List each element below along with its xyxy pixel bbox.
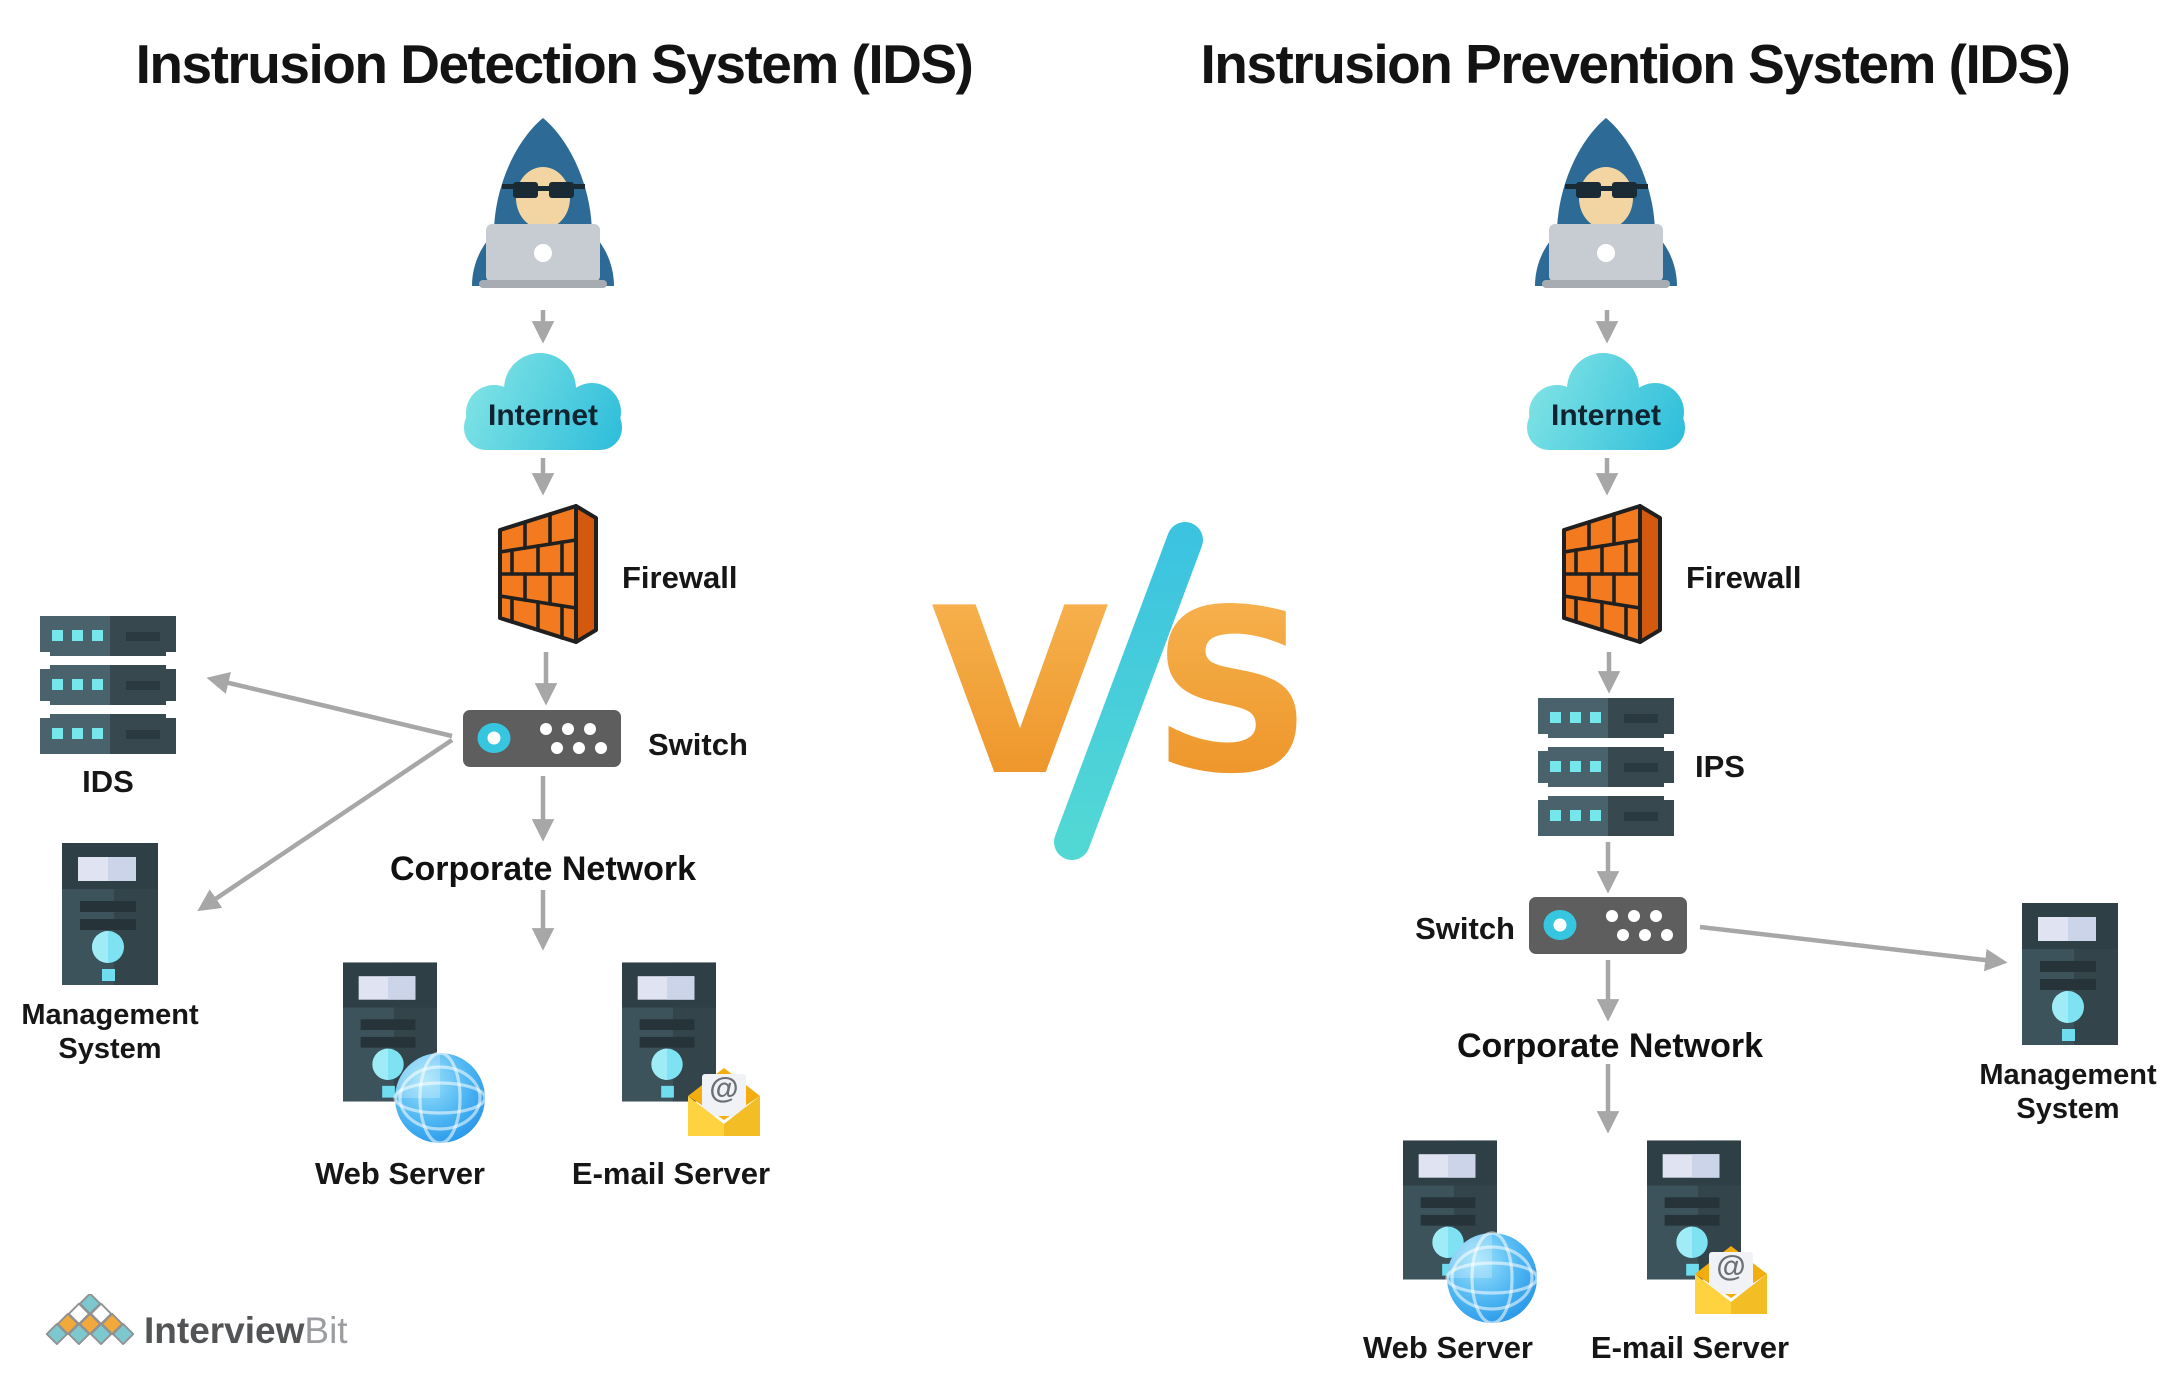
title-ips: Instrusion Prevention System (IDS) bbox=[1200, 33, 2071, 95]
email-server-label-left: E-mail Server bbox=[571, 1156, 771, 1191]
management-server-icon-right bbox=[2022, 903, 2118, 1045]
ids-label: IDS bbox=[82, 764, 134, 799]
globe-icon-right bbox=[1445, 1231, 1539, 1325]
hacker-icon-left bbox=[450, 108, 636, 288]
vs-badge: V S bbox=[931, 522, 1313, 860]
ips-label: IPS bbox=[1695, 749, 1745, 784]
arrow-switch-ids bbox=[206, 671, 453, 739]
internet-label-left: Internet bbox=[487, 399, 598, 432]
web-server-label-right: Web Server bbox=[1362, 1330, 1533, 1365]
title-ids: Instrusion Detection System (IDS) bbox=[135, 33, 974, 95]
switch-label-left: Switch bbox=[648, 727, 748, 762]
firewall-icon-left bbox=[488, 496, 600, 648]
switch-label-right: Switch bbox=[1415, 911, 1515, 946]
firewall-label-left: Firewall bbox=[622, 560, 738, 595]
at-symbol-right: @ bbox=[1716, 1250, 1746, 1283]
vs-letter-s: S bbox=[1151, 562, 1313, 824]
management-label-left-line1: Management bbox=[21, 999, 199, 1031]
email-server-label-right: E-mail Server bbox=[1590, 1330, 1790, 1365]
management-label-right-line1: Management bbox=[1979, 1059, 2157, 1091]
logo-text-bold: Interview bbox=[144, 1310, 305, 1351]
ids-rack-icon bbox=[40, 616, 176, 754]
web-server-label-left: Web Server bbox=[314, 1156, 485, 1191]
switch-icon-left bbox=[463, 710, 621, 767]
at-symbol-left: @ bbox=[709, 1072, 739, 1105]
management-label-right-line2: System bbox=[2016, 1093, 2120, 1126]
corporate-network-label-right: Corporate Network bbox=[1456, 1027, 1764, 1065]
internet-label-right: Internet bbox=[1550, 399, 1661, 432]
firewall-label-right: Firewall bbox=[1686, 560, 1802, 595]
ips-rack-icon bbox=[1538, 698, 1674, 836]
switch-icon-right bbox=[1529, 897, 1687, 954]
firewall-icon-right bbox=[1552, 496, 1664, 648]
hacker-icon-right bbox=[1513, 108, 1699, 288]
corporate-network-label-left: Corporate Network bbox=[389, 850, 697, 888]
management-server-icon-left bbox=[62, 843, 158, 985]
logo-text-light: Bit bbox=[304, 1310, 348, 1351]
logo-text: InterviewBit bbox=[144, 1310, 348, 1352]
management-label-left-line2: System bbox=[58, 1033, 162, 1066]
management-label-right: Management System bbox=[1963, 1058, 2173, 1126]
logo-pyramid-icon bbox=[44, 1294, 136, 1352]
vs-slash bbox=[1054, 522, 1203, 860]
vs-letter-v: V bbox=[931, 560, 1109, 827]
globe-icon-left bbox=[393, 1051, 487, 1145]
arrow-switch-management-left bbox=[197, 738, 454, 912]
management-label-left: Management System bbox=[5, 998, 215, 1066]
arrow-switch-management-right bbox=[1699, 924, 2008, 972]
